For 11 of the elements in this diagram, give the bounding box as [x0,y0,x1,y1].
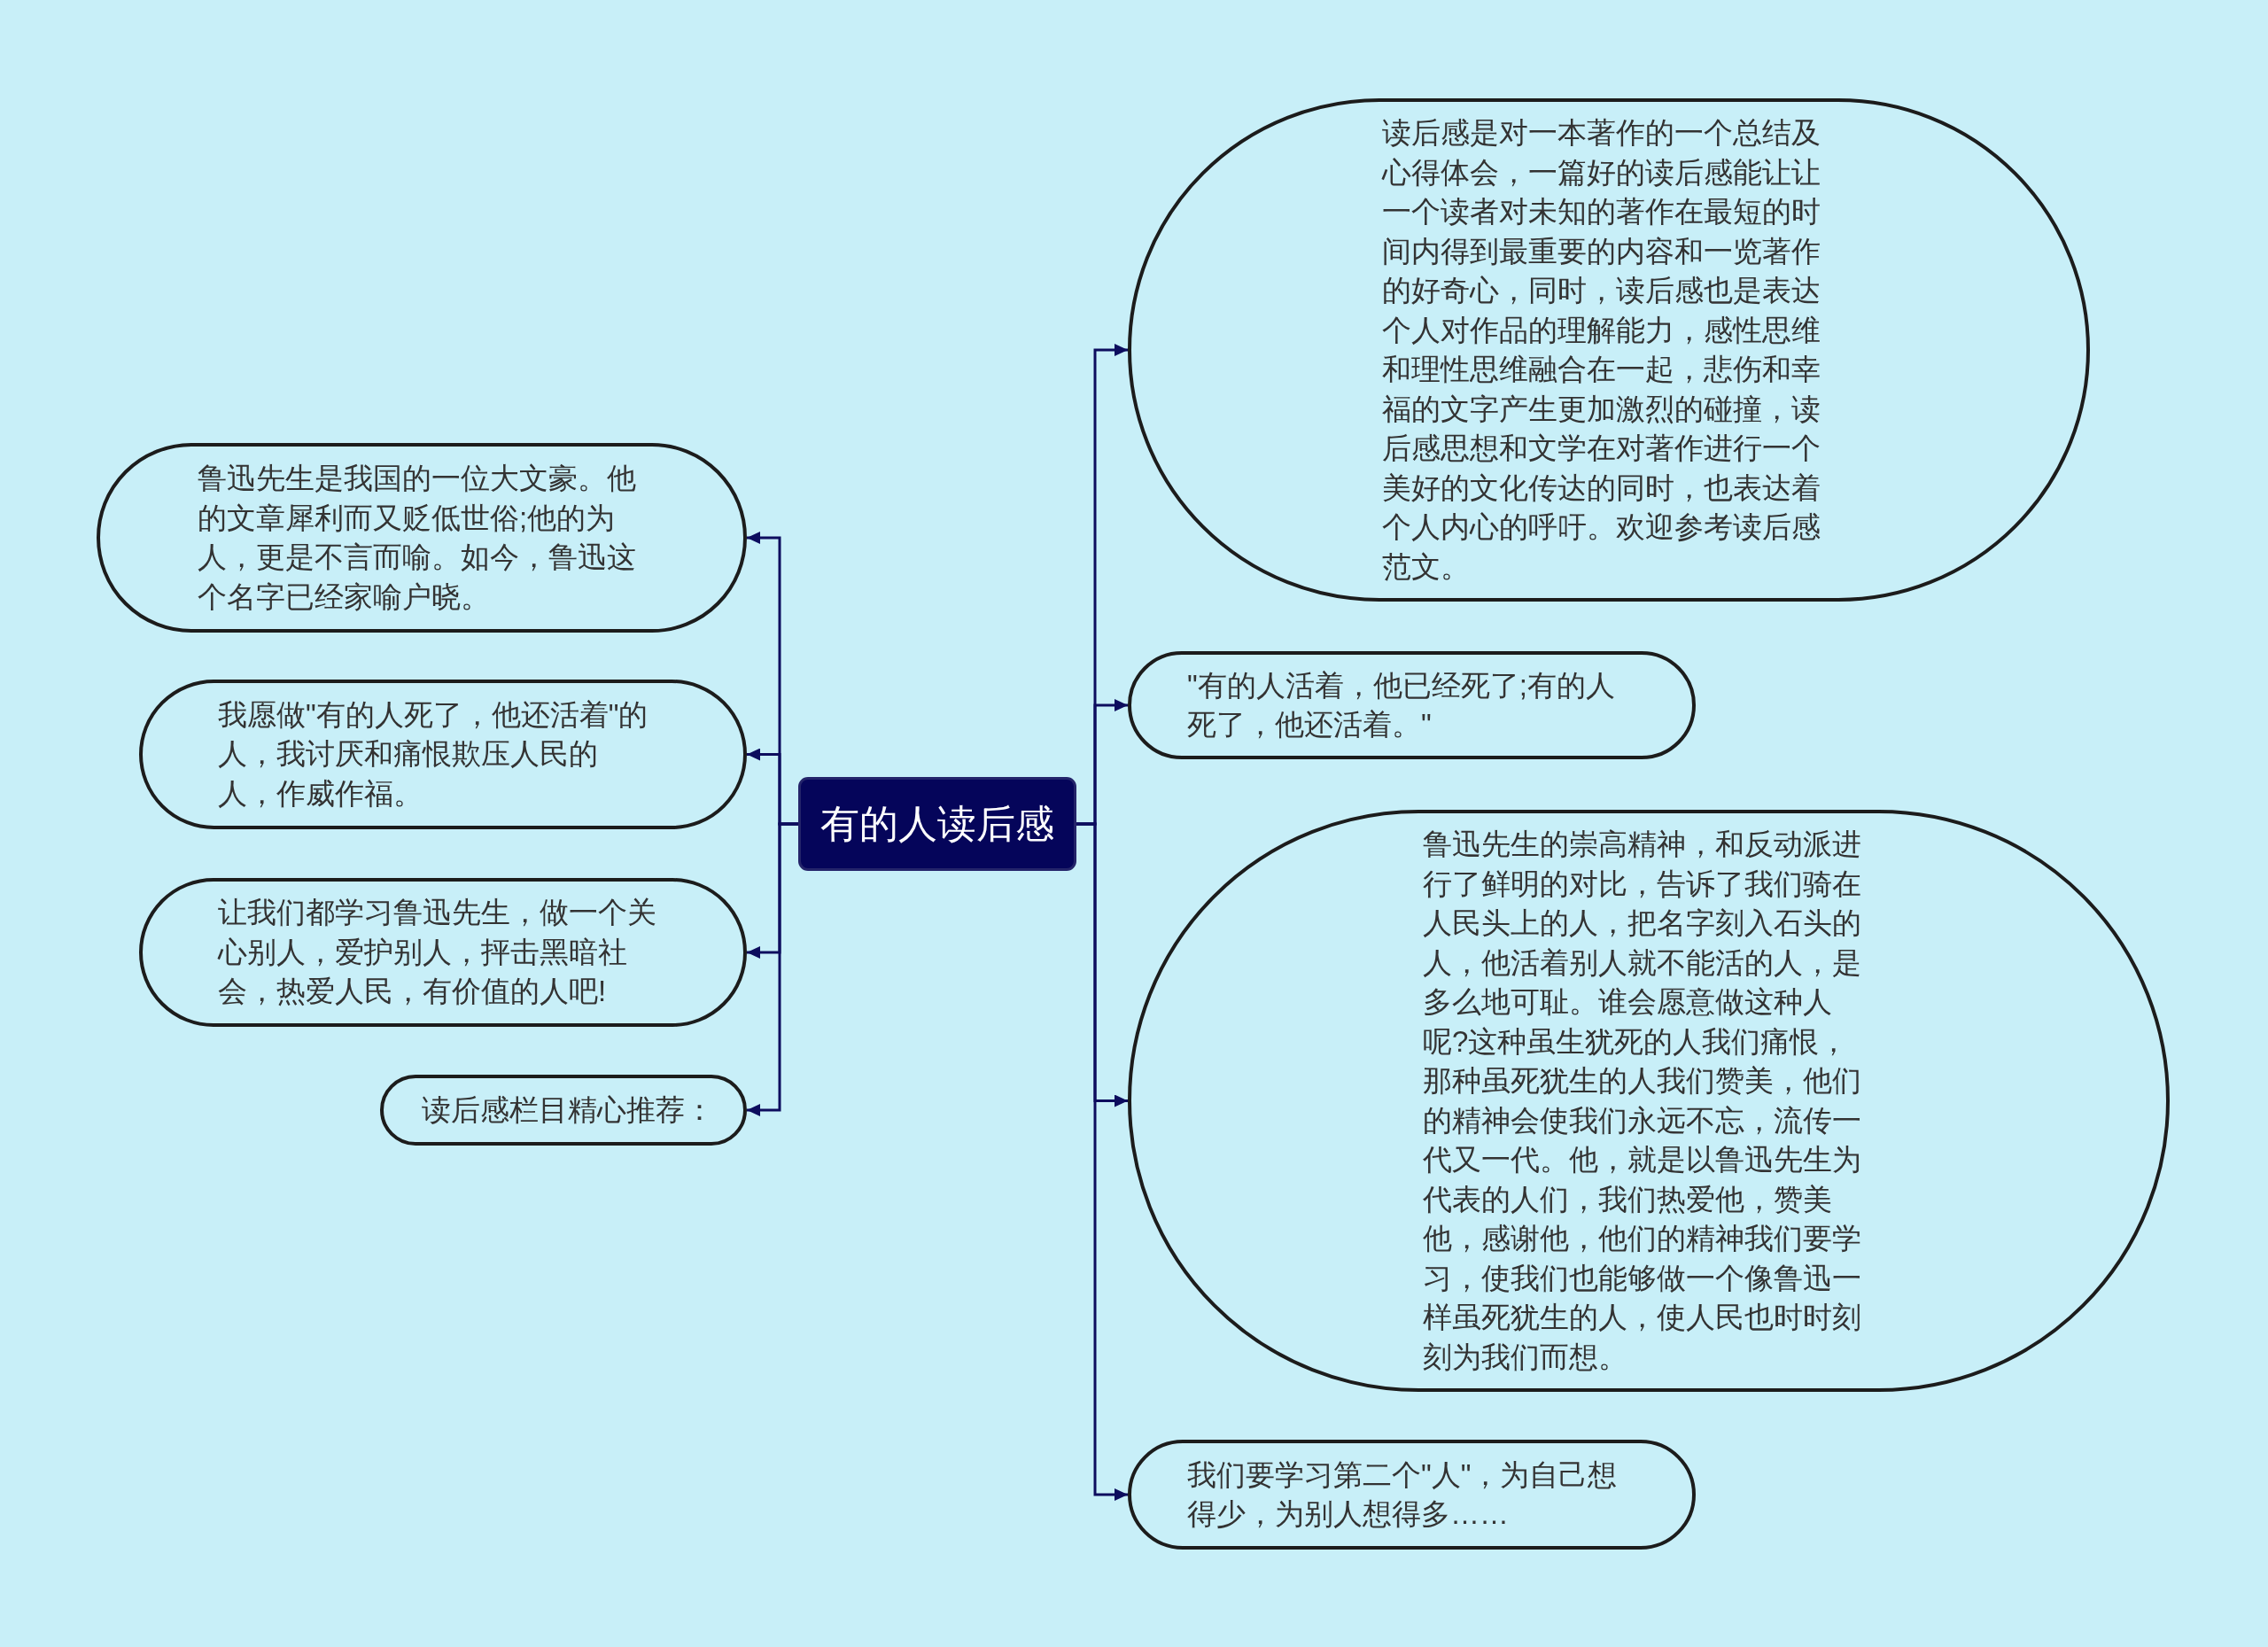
connector-arrow [1076,822,1128,1501]
central-topic-box: 有的人读后感 [798,777,1076,871]
rounded-topic-box: 读后感栏目精心推荐： [380,1075,747,1146]
rounded-topic-box: 鲁迅先生的崇高精神，和反动派进行了鲜明的对比，告诉了我们骑在人民头上的人，把名字刻入石头的人，他活着别人就不能活的人，是多么地可耻。谁会愿意做这种人呢?这种虽生犹死的人我们痛恨，那种虽死犹生的人我们赞美，他们的精神会使我们永远不忘，流传一代又一代。他，就是以鲁迅先生为代表的人们，我们热爱他，赞美他，感谢他，他们的精神我们要学习，使我们也能够做一个像鲁迅一样虽死犹生的人，使人民也时时刻刻为我们而想。 [1128,810,2170,1392]
rounded-topic-box: 鲁迅先生是我国的一位大文豪。他的文章犀利而又贬低世俗;他的为人，更是不言而喻。如今，鲁迅这个名字已经家喻户晓。 [97,443,747,633]
rounded-topic-box: 读后感是对一本著作的一个总结及心得体会，一篇好的读后感能让让一个读者对未知的著作在最短的时间内得到最重要的内容和一览著作的好奇心，同时，读后感也是表达个人对作品的理解能力，感性思维和理性思维融合在一起，悲伤和幸福的文字产生更加激烈的碰撞，读后感思想和文学在对著作进行一个美好的文化传达的同时，也表达着个人内心的呼吁。欢迎参考读后感范文。 [1128,98,2090,602]
rounded-topic-box: "有的人活着，他已经死了;有的人死了，他还活着。" [1128,651,1696,759]
rounded-topic-box: 让我们都学习鲁迅先生，做一个关心别人，爱护别人，抨击黑暗社会，热爱人民，有价值的人吧! [139,878,747,1027]
rounded-topic-box: 我愿做"有的人死了，他还活着"的人，我讨厌和痛恨欺压人民的人，作威作福。 [139,680,747,829]
connector-arrow [747,822,798,1116]
rounded-topic-box: 我们要学习第二个"人"，为自己想得少，为别人想得多…… [1128,1440,1696,1550]
